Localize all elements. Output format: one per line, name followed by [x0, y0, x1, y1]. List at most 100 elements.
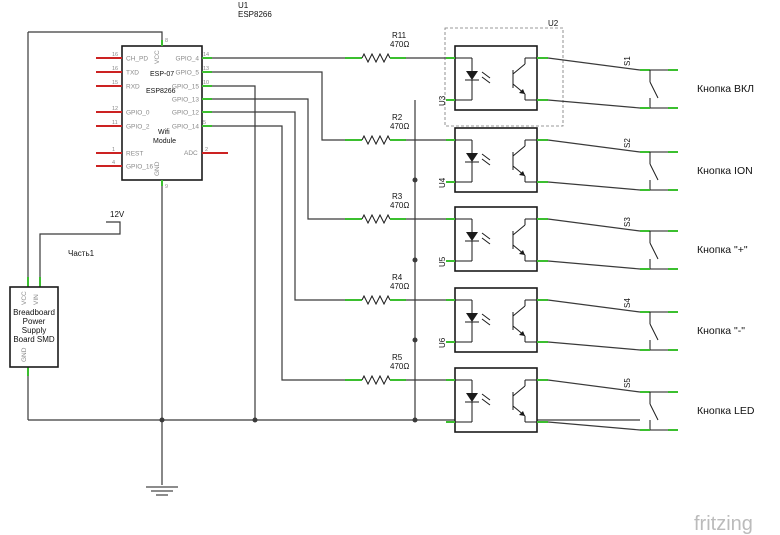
esp-ref: U1 — [238, 1, 249, 10]
resistor-ref: R4 — [392, 273, 403, 282]
esp-right-pin-num: 13 — [203, 66, 209, 72]
switch-ref: S5 — [623, 378, 632, 388]
esp-left-pin-name: GPIO_2 — [126, 124, 150, 131]
optocoupler-ref: U3 — [438, 95, 447, 106]
esp-left-pin-num: 16 — [112, 66, 118, 72]
button-label: Кнопка LED — [697, 405, 755, 417]
esp-right-pin-num: 14 — [203, 52, 209, 58]
esp-right-pin-name: GPIO_4 — [176, 56, 200, 63]
power-vcc-pin: VCC — [21, 291, 28, 305]
push-switch: S5 — [623, 378, 678, 431]
esp-left-pin-name: RXD — [126, 84, 140, 91]
power-label-3: Supply — [22, 326, 46, 335]
optocoupler: U3 — [438, 45, 548, 111]
switch-ref: S2 — [623, 138, 632, 148]
esp-right-pin-num: 10 — [203, 80, 209, 86]
power-label-1: Breadboard — [13, 308, 55, 317]
esp-left-pin-num: 16 — [112, 52, 118, 58]
push-switch: S1 — [623, 56, 678, 109]
esp-left-pin-num: 11 — [112, 120, 118, 126]
resistor-value: 470Ω — [390, 201, 409, 210]
esp-gnd-num: 9 — [165, 184, 168, 190]
power-supply-board: VCC VIN GND Breadboard Power Supply Boar… — [9, 277, 59, 376]
esp-model: ESP-07 — [150, 71, 174, 78]
esp-left-pin-num: 12 — [112, 106, 118, 112]
esp-left-pin-name: TXD — [126, 70, 139, 77]
switch-ref: S1 — [623, 56, 632, 66]
esp-adc-pin: ADC — [184, 150, 198, 157]
resistor-value: 470Ω — [390, 40, 409, 49]
esp-right-pin-name: GPIO_13 — [172, 97, 199, 104]
esp-right-pin-name: GPIO_5 — [176, 70, 200, 77]
power-gnd-pin: GND — [21, 347, 28, 362]
power-vin-pin: VIN — [33, 294, 40, 305]
optocoupler: U5 — [438, 206, 548, 272]
resistor-ref: R11 — [392, 31, 407, 40]
power-label-2: Power — [23, 317, 46, 326]
esp-desc-1: Wifi — [158, 129, 170, 136]
u2-label: U2 — [548, 19, 559, 28]
resistor-value: 470Ω — [390, 122, 409, 131]
u2-frame — [444, 27, 564, 127]
esp-right-pin-name: GPIO_14 — [172, 124, 199, 131]
esp-left-pin-num: 1 — [112, 147, 115, 153]
optocoupler-ref: U5 — [438, 256, 447, 267]
resistor-value: 470Ω — [390, 282, 409, 291]
push-switch: S3 — [623, 217, 678, 270]
esp-left-pin-name: REST — [126, 151, 143, 158]
optocoupler: U6 — [438, 287, 548, 353]
resistor-ref: R2 — [392, 113, 403, 122]
optocoupler-ref: U4 — [438, 177, 447, 188]
optocoupler — [446, 367, 548, 433]
esp-right-pin-num: 5 — [203, 120, 206, 126]
esp-right-pin-name: GPIO_15 — [172, 84, 199, 91]
resistor-value: 470Ω — [390, 362, 409, 371]
button-label: Кнопка ВКЛ — [697, 83, 754, 95]
optocoupler-ref: U6 — [438, 337, 447, 348]
wiring — [27, 31, 640, 496]
esp-left-pin-num: 4 — [112, 160, 115, 166]
esp-left-pins: 16CH_PD16TXD15RXD12GPIO_011GPIO_21REST4G… — [96, 52, 153, 171]
supply-12v-label: 12V — [110, 210, 125, 219]
resistor-ref: R5 — [392, 353, 403, 362]
button-label: Кнопка ION — [697, 165, 753, 177]
optocoupler: U4 — [438, 127, 548, 193]
resistor-ref: R3 — [392, 192, 403, 201]
push-switch: S4 — [623, 298, 678, 351]
esp-vcc-num: 8 — [165, 38, 168, 44]
fritzing-logo: fritzing — [694, 513, 753, 535]
esp-left-pin-name: GPIO_0 — [126, 110, 150, 117]
esp-desc-2: Module — [153, 138, 176, 145]
button-label: Кнопка "+" — [697, 244, 748, 256]
power-label-4: Board SMD — [13, 335, 55, 344]
switch-ref: S4 — [623, 298, 632, 308]
esp-left-pin-name: GPIO_16 — [126, 164, 153, 171]
esp-left-pin-name: CH_PD — [126, 56, 148, 63]
esp8266-module: U1 ESP8266 ESP-07 ESP8266 Wifi Module VC… — [121, 1, 272, 190]
push-switch: S2 — [623, 138, 678, 191]
esp-adc-num: 2 — [205, 147, 208, 153]
esp-vcc-pin: VCC — [154, 50, 161, 64]
part-label: Часть1 — [68, 249, 95, 258]
esp-name: ESP8266 — [238, 10, 272, 19]
esp-left-pin-num: 15 — [112, 80, 118, 86]
switch-ref: S3 — [623, 217, 632, 227]
esp-gnd-pin: GND — [154, 161, 161, 176]
button-label: Кнопка "-" — [697, 325, 745, 337]
esp-right-pin-name: GPIO_12 — [172, 110, 199, 117]
esp-chip: ESP8266 — [146, 88, 176, 95]
